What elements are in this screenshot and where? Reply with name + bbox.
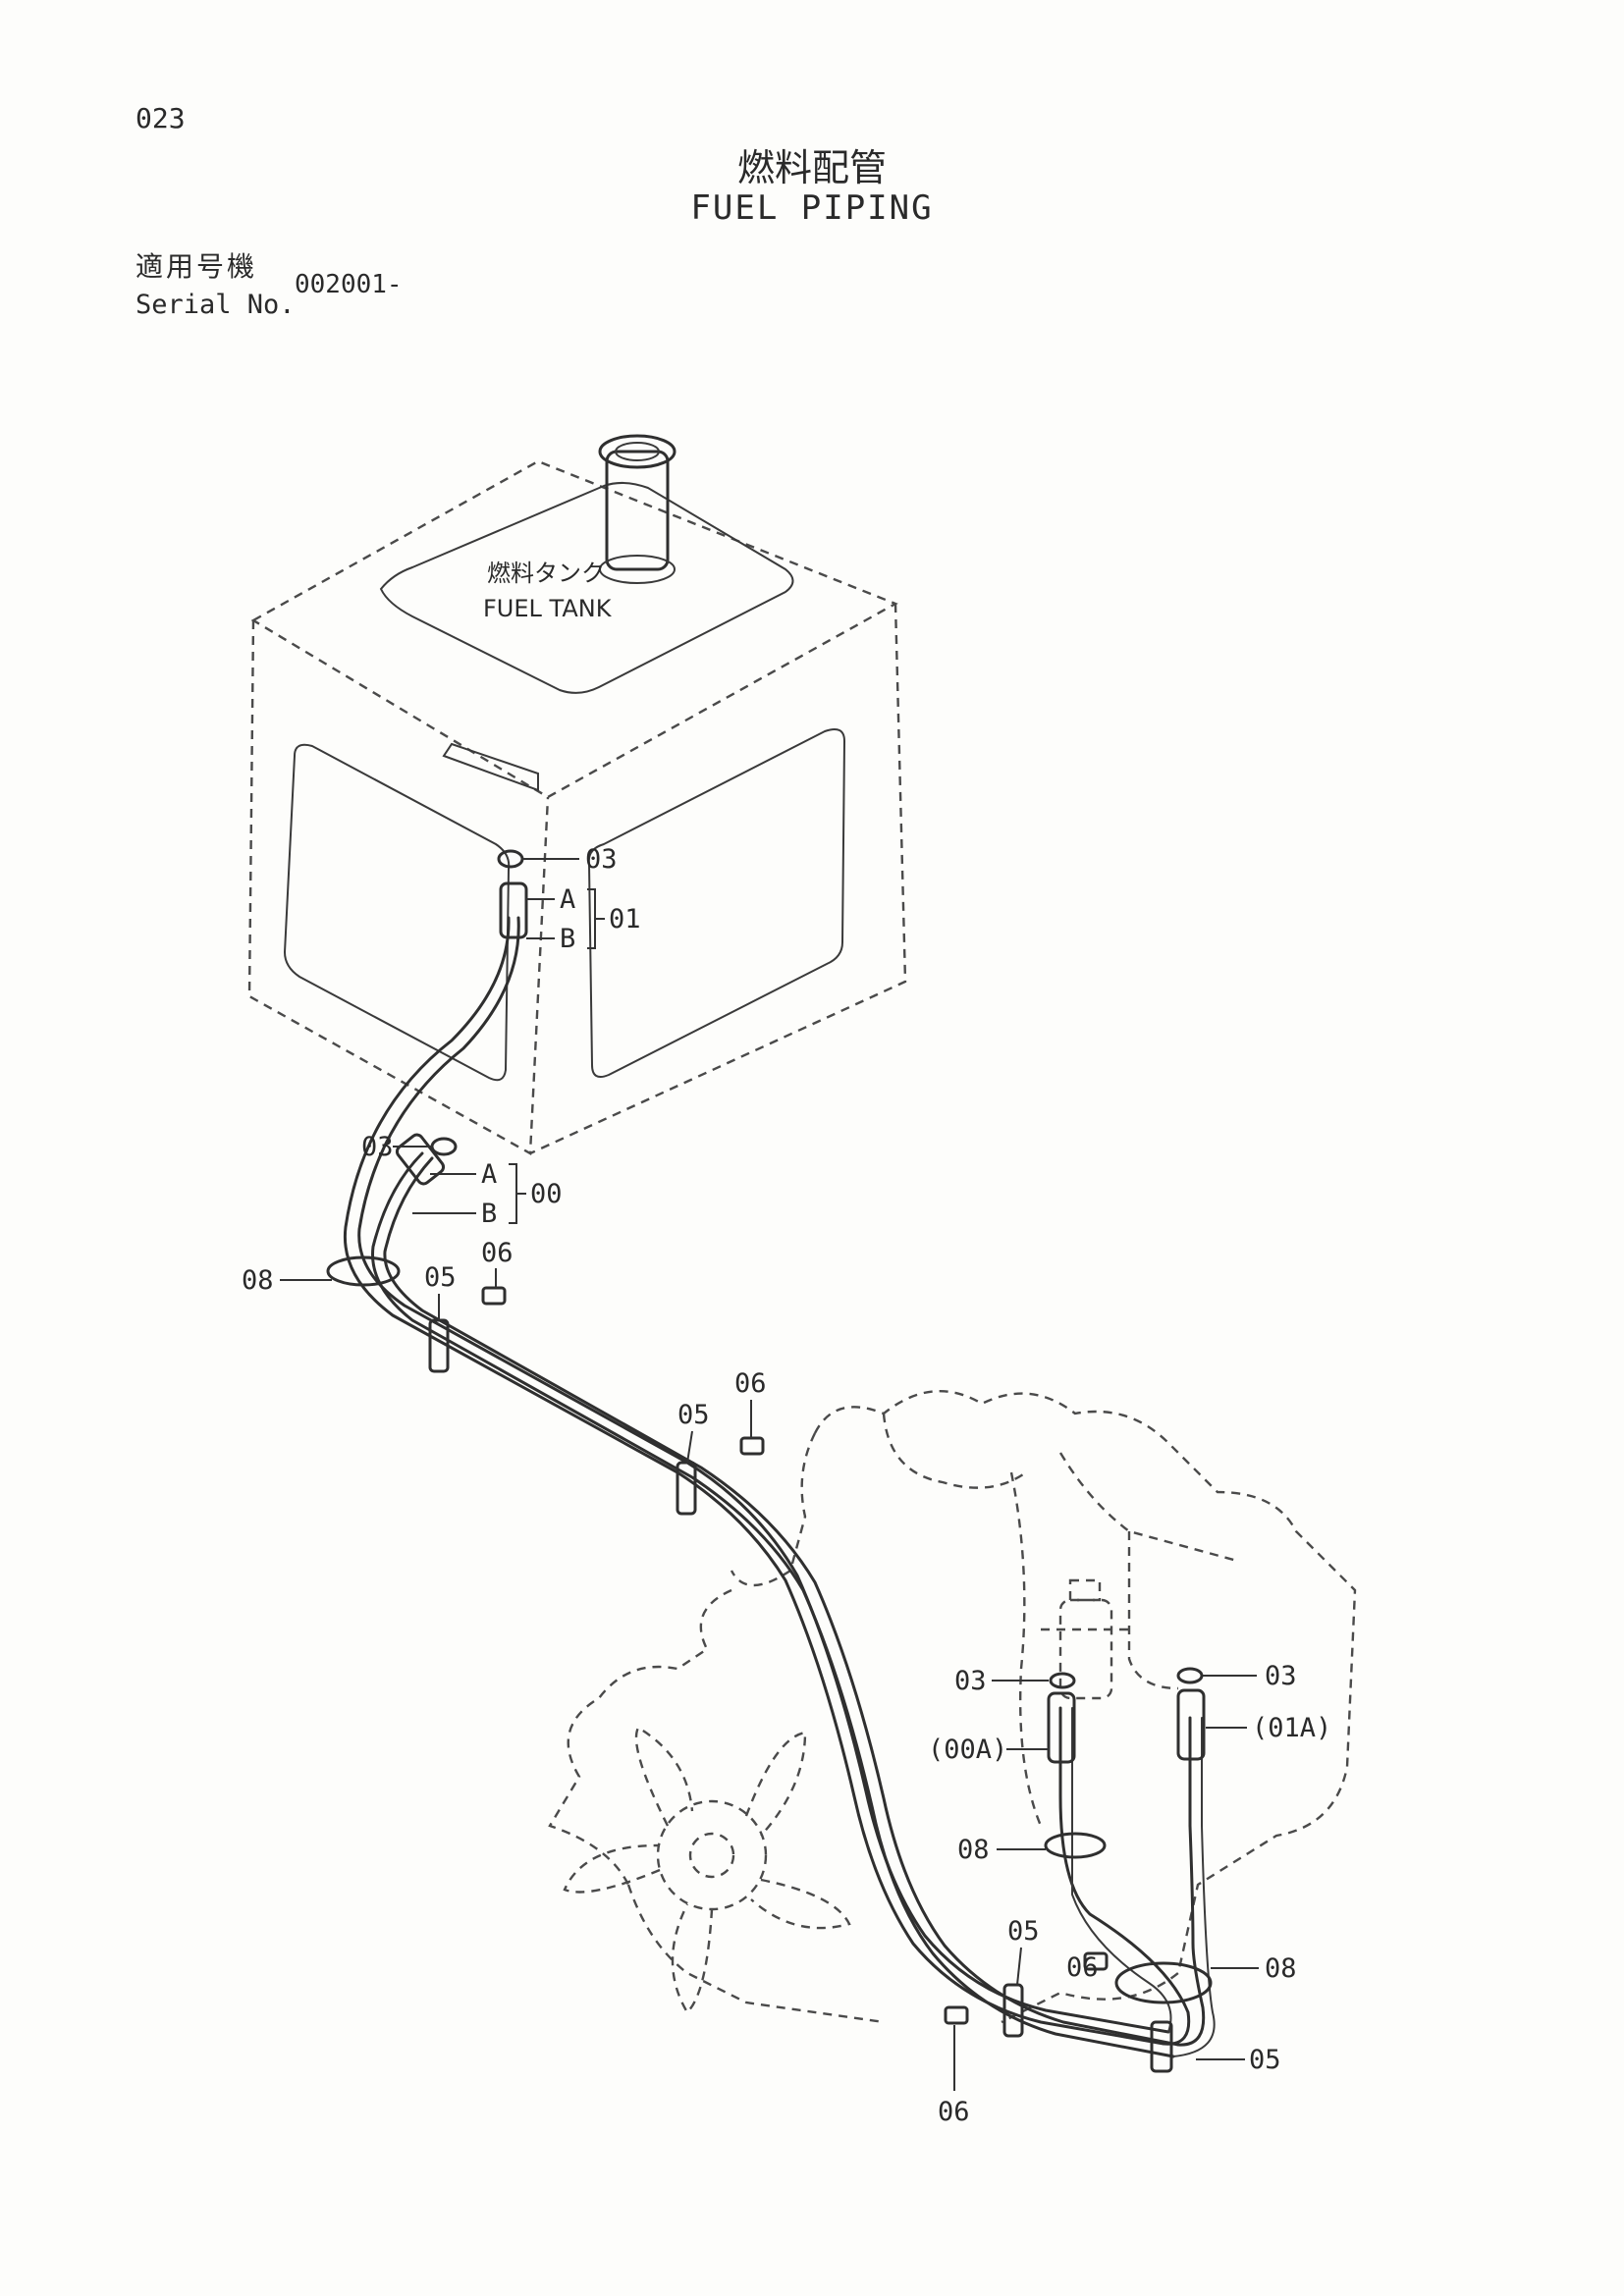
page-title-jp: 燃料配管	[736, 146, 887, 189]
callout-01-a: A	[560, 884, 575, 915]
bolt-06-d	[944, 2005, 969, 2025]
fan-icon	[563, 1726, 851, 2014]
callout-clamp-05-b: 05	[677, 1400, 710, 1430]
page-title-en: FUEL PIPING	[690, 188, 934, 228]
clamp-05-b	[676, 1461, 697, 1516]
callout-washer-00a: 03	[954, 1666, 987, 1696]
engine	[548, 1389, 1357, 2024]
serial-label-jp: 適用号機	[135, 250, 258, 283]
callout-washer-lower: 03	[361, 1132, 394, 1162]
callout-clamp-05-c: 05	[1007, 1916, 1040, 1947]
callout-clamp-05-d: 05	[1249, 2045, 1281, 2075]
bolt-06-a	[481, 1286, 507, 1306]
fuel-filter	[1041, 1578, 1129, 1700]
callout-01-b: B	[560, 924, 575, 954]
serial-label-en: Serial No.	[135, 290, 296, 320]
callout-bolt-06-c: 06	[1066, 1952, 1099, 1983]
callout-hose-00: 00	[530, 1179, 563, 1209]
callout-band-08-a: 08	[242, 1265, 274, 1296]
clamps	[326, 1255, 1213, 2073]
clamp-05-c	[1002, 1983, 1024, 2038]
callout-clamp-05-a: 05	[424, 1262, 457, 1293]
callout-hose-01: 01	[609, 904, 641, 934]
bolt-06-c	[1083, 1951, 1109, 1971]
band-08-a	[326, 1255, 401, 1287]
callout-washer-01a: 03	[1265, 1661, 1297, 1691]
callouts: 03 A B 01 03 A B 00 08 05 06 05 06 03 03	[242, 844, 1331, 2127]
bolt-06-b	[739, 1436, 765, 1456]
callout-band-08-b: 08	[957, 1835, 990, 1865]
fuel-tank-label-jp: 燃料タンク	[487, 560, 605, 587]
callout-washer-upper: 03	[585, 844, 618, 875]
fuel-hoses	[343, 849, 1216, 2058]
band-08-b	[1044, 1832, 1107, 1859]
callout-band-08-c: 08	[1265, 1953, 1297, 1984]
band-08-c	[1114, 1961, 1213, 2004]
callout-hose-01a: (01A)	[1252, 1713, 1331, 1743]
serial-value: 002001-	[295, 270, 403, 299]
page-number: 023	[135, 102, 186, 134]
callout-hose-00a: (00A)	[928, 1735, 1007, 1765]
callout-bolt-06-a: 06	[481, 1238, 514, 1268]
clamp-05-d	[1150, 2020, 1173, 2073]
fuel-tank-label-en: FUEL TANK	[483, 595, 613, 622]
callout-bolt-06-d: 06	[938, 2097, 970, 2127]
fuel-tank: 燃料タンク FUEL TANK	[247, 434, 907, 1155]
callout-bolt-06-b: 06	[734, 1368, 767, 1399]
callout-00-a: A	[481, 1159, 497, 1190]
callout-00-b: B	[481, 1199, 497, 1229]
